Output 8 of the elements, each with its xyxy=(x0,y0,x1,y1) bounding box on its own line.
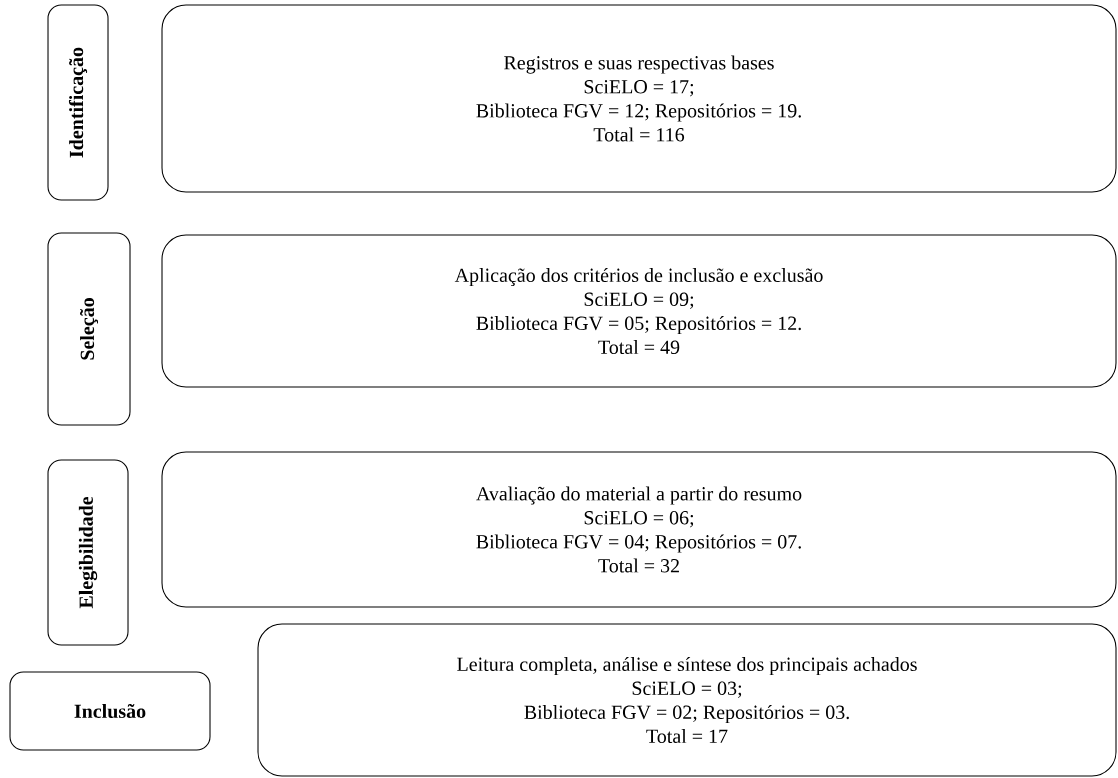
step-box: Leitura completa, análise e síntese dos principais achados SciELO = 03; Biblioteca FGV = 02; Repositórios = 03. Total = 17 xyxy=(257,623,1117,777)
step-box: Avaliação do material a partir do resumo SciELO = 06; Biblioteca FGV = 04; Repositórios = 07. Total = 32 xyxy=(161,451,1117,608)
stage-label-box: Seleção xyxy=(47,232,131,426)
step-box: Aplicação dos critérios de inclusão e exclusão SciELO = 09; Biblioteca FGV = 05; Repositórios = 12. Total = 49 xyxy=(161,234,1117,388)
stage-label-box: Inclusão xyxy=(9,671,211,751)
stage-label-box: Identificação xyxy=(47,4,109,201)
step-box: Registros e suas respectivas bases SciELO = 17; Biblioteca FGV = 12; Repositórios = 19. Total = 116 xyxy=(161,4,1117,193)
stage-label-box: Elegibilidade xyxy=(47,459,129,646)
